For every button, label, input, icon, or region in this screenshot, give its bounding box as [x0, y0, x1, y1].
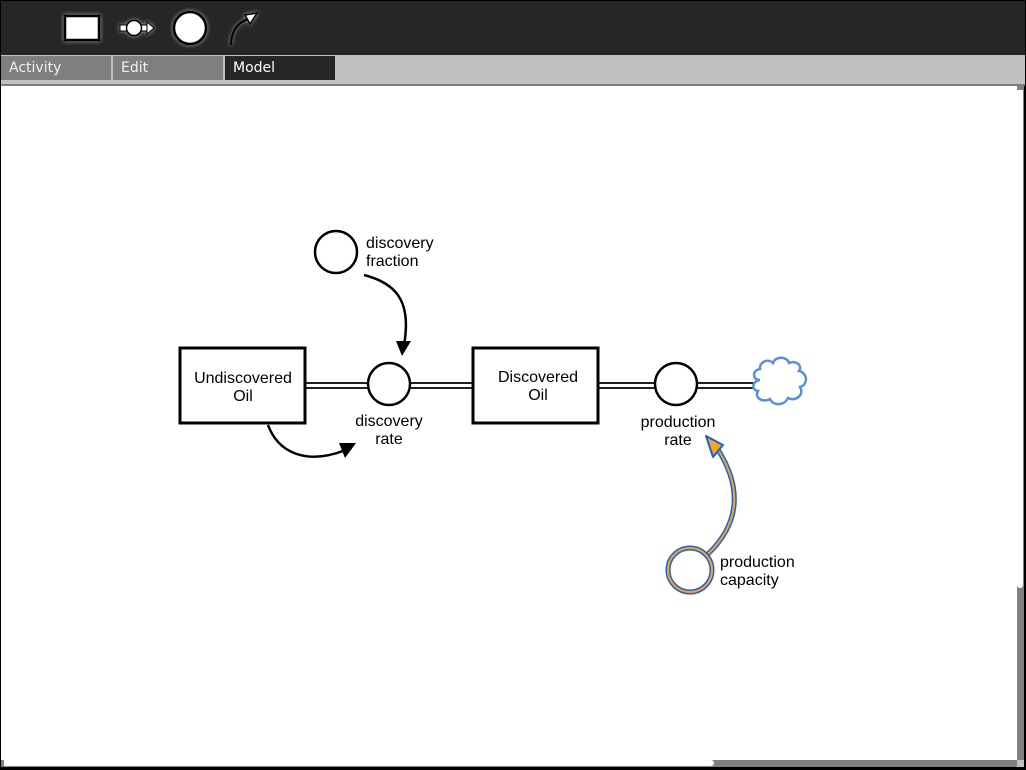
model-canvas[interactable]: Undiscovered Oil Discovered Oil discover…	[1, 86, 1017, 760]
connector-tool-button[interactable]	[223, 7, 263, 49]
stock-rectangle-icon	[63, 14, 101, 42]
flow-tool-button[interactable]	[114, 11, 158, 45]
flow-label-line: production	[641, 414, 716, 431]
arrowhead-icon	[339, 443, 356, 458]
horizontal-scrollbar-thumb[interactable]	[4, 760, 714, 766]
aux-label-line: capacity	[720, 572, 779, 589]
diagram-svg: Undiscovered Oil Discovered Oil discover…	[178, 229, 808, 595]
aux-discovery-fraction[interactable]: discovery fraction	[313, 229, 434, 275]
curved-arrow-icon	[230, 11, 259, 46]
auxiliary-circle-icon	[172, 10, 208, 46]
flow-label-line: rate	[375, 431, 403, 448]
stock-label-line: Discovered	[498, 369, 578, 386]
flow-discovery-rate[interactable]: discovery rate	[355, 361, 423, 448]
tab-strip: Activity Edit Model	[1, 55, 1025, 85]
tab-model[interactable]: Model	[225, 56, 335, 80]
stock-undiscovered-oil[interactable]: Undiscovered Oil	[178, 346, 307, 425]
vertical-scrollbar-thumb[interactable]	[1017, 90, 1023, 588]
arrowhead-icon	[396, 341, 411, 356]
flow-label-line: discovery	[355, 413, 423, 430]
aux-label-line: fraction	[366, 253, 418, 270]
tab-divider	[1, 84, 1025, 86]
flow-pipe-discovery	[306, 382, 473, 389]
flow-label-line: rate	[664, 432, 692, 449]
arrowhead-icon	[705, 435, 724, 458]
cloud-icon[interactable]	[752, 356, 808, 406]
aux-production-capacity[interactable]: production capacity	[665, 545, 795, 595]
variable-tool-button[interactable]	[170, 7, 212, 49]
stock-label-line: Undiscovered	[194, 370, 292, 387]
stock-tool-button[interactable]	[61, 11, 105, 45]
stock-label-line: Oil	[528, 387, 548, 404]
toolbar	[1, 1, 1025, 55]
tab-activity[interactable]: Activity	[1, 56, 111, 80]
tab-edit[interactable]: Edit	[113, 56, 223, 80]
stock-discovered-oil[interactable]: Discovered Oil	[471, 346, 600, 425]
connector-production-capacity-to-production-rate[interactable]	[705, 435, 737, 556]
stock-label-line: Oil	[233, 388, 253, 405]
flow-production-rate[interactable]: production rate	[641, 361, 716, 449]
scrollbar-corner	[1017, 760, 1024, 767]
flow-valve-arrow-icon	[119, 19, 155, 37]
aux-label-line: discovery	[366, 235, 434, 252]
flow-pipe-production	[599, 382, 756, 389]
connector-discovery-fraction-to-discovery-rate[interactable]	[363, 273, 411, 356]
aux-label-line: production	[720, 554, 795, 571]
connector-undiscovered-oil-to-discovery-rate[interactable]	[266, 424, 356, 458]
